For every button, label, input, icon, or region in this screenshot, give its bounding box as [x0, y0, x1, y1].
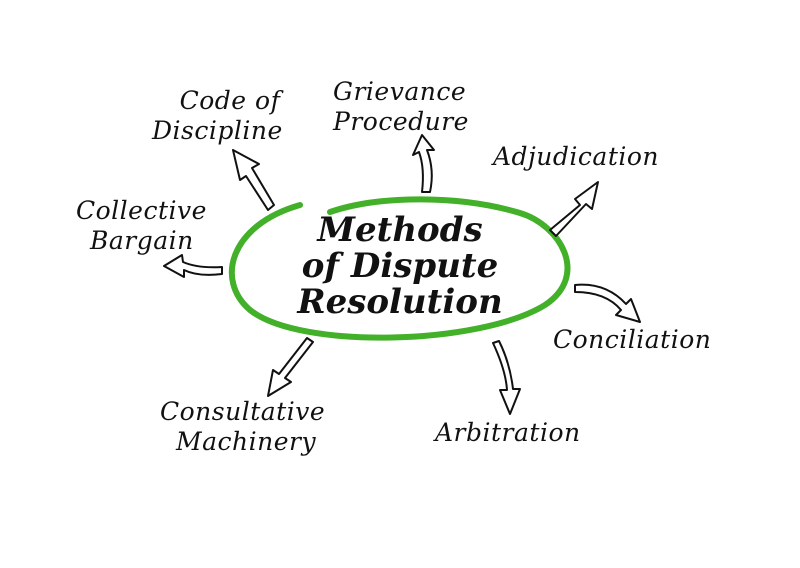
label-consultative-machinery-line-2: Machinery — [176, 427, 317, 456]
label-adjudication-line-1: Adjudication — [493, 142, 660, 171]
label-conciliation-line-1: Conciliation — [553, 325, 712, 354]
center-title-line-2: of Dispute — [301, 246, 499, 286]
label-code-of-discipline-line-2: Discipline — [152, 116, 283, 145]
label-code-of-discipline: Code of — [170, 86, 290, 116]
arrow-code-of-discipline — [232, 149, 275, 211]
arrow-grievance-procedure — [412, 134, 435, 193]
label-arbitration-line-1: Arbitration — [435, 418, 581, 447]
label-conciliation: Conciliation — [553, 325, 711, 355]
label-code-of-discipline-line-1: Code of — [179, 86, 281, 115]
center-title-line-3: Resolution — [297, 282, 503, 322]
label-code-of-discipline-line-2-wrap: Discipline — [152, 116, 283, 146]
arrow-adjudication — [549, 181, 599, 237]
label-collective-bargain: Collective — [76, 196, 207, 226]
label-adjudication: Adjudication — [493, 142, 659, 172]
arrow-consultative-machinery — [267, 337, 314, 397]
label-consultative-machinery-line-1: Consultative — [160, 397, 326, 426]
label-grievance-procedure-line-2: Procedure — [333, 107, 469, 136]
center-ellipse — [228, 196, 571, 341]
arrow-collective-bargain — [163, 254, 223, 278]
arrow-conciliation — [574, 283, 641, 323]
label-grievance-procedure: Grievance Procedure — [333, 77, 469, 137]
center-title: Methods of Dispute Resolution — [250, 212, 550, 320]
label-grievance-procedure-line-1: Grievance — [333, 77, 467, 106]
label-collective-bargain-line-2-wrap: Bargain — [90, 226, 194, 256]
center-title-line-1: Methods — [317, 210, 483, 250]
label-collective-bargain-line-2: Bargain — [90, 226, 194, 255]
label-arbitration: Arbitration — [435, 418, 581, 448]
label-consultative-machinery-line-2-wrap: Machinery — [176, 427, 316, 457]
label-consultative-machinery: Consultative — [160, 397, 325, 427]
label-collective-bargain-line-1: Collective — [76, 196, 207, 225]
arrow-arbitration — [492, 340, 521, 415]
